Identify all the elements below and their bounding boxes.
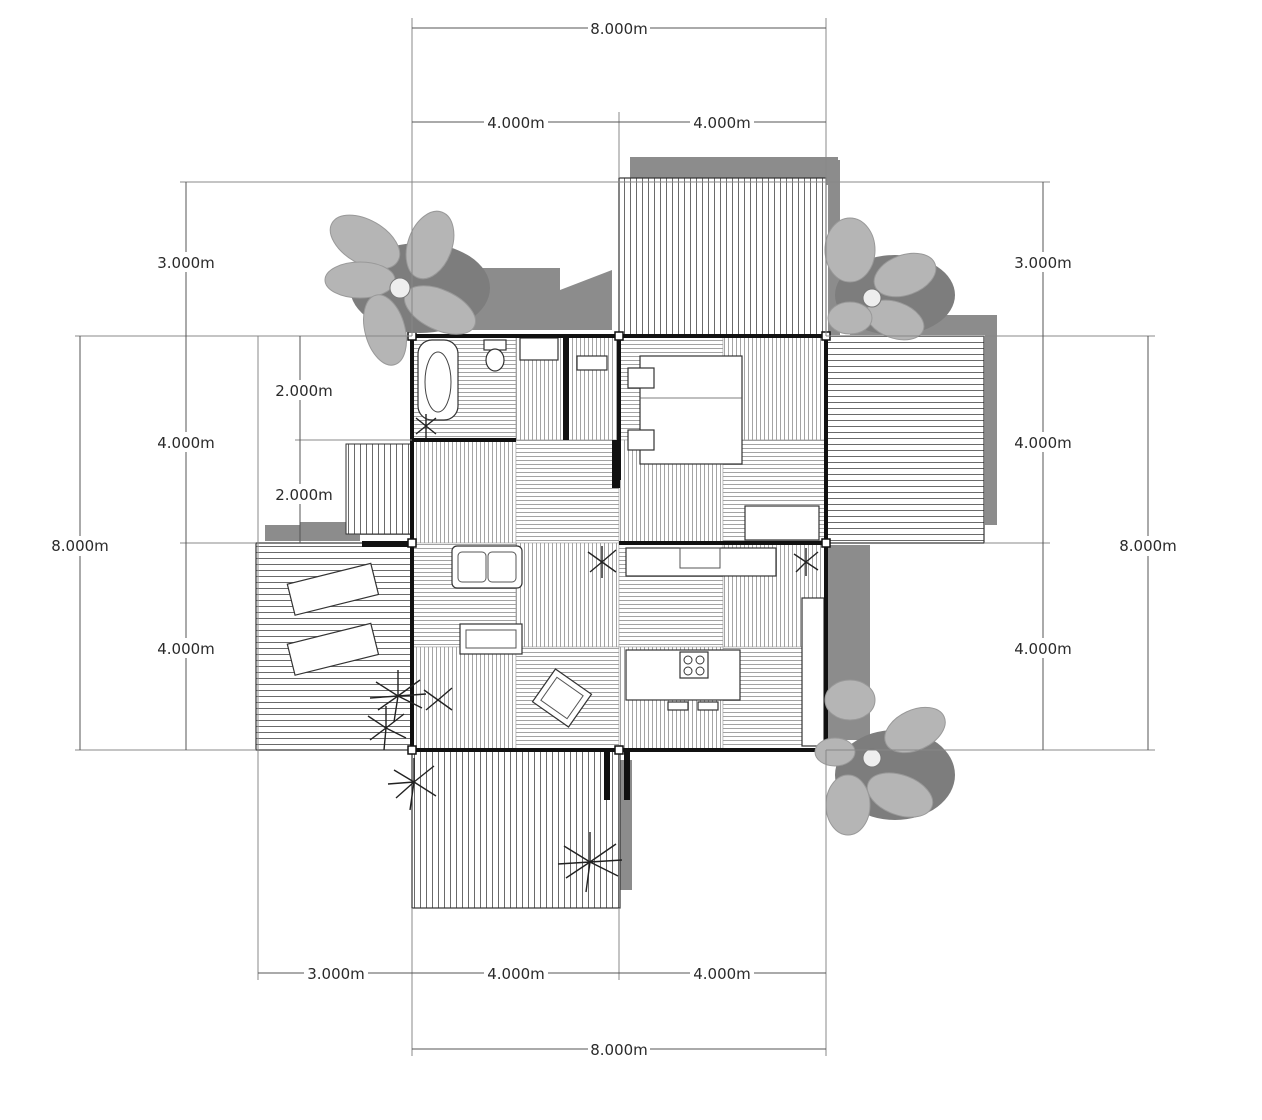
cooktop [679,651,709,679]
sun-lounger-2 [286,622,380,676]
sun-lounger-1 [286,562,380,616]
dim-bottom-left: 3.000m [307,965,365,983]
dim-left-inner-upper: 2.000m [275,382,333,400]
dim-top-overall: 8.000m [590,20,648,38]
dim-bottom-right: 4.000m [693,965,751,983]
plant-top-right [824,217,955,341]
dim-right-mid: 4.000m [1014,434,1072,452]
bedroom-bench [744,505,820,541]
south-deck [411,749,621,909]
armchair [531,668,593,728]
palms [367,414,819,893]
plant-top-left [324,210,490,366]
dim-left-mid: 4.000m [157,434,215,452]
sofa [451,545,523,589]
entry-steps [345,443,413,535]
bed [639,355,743,465]
north-deck [618,177,827,337]
dim-bottom-overall: 8.000m [590,1041,648,1059]
dim-left-top: 3.000m [157,254,215,272]
dim-right-top: 3.000m [1014,254,1072,272]
dim-left-bottom: 4.000m [157,640,215,658]
plant-bottom-right [814,679,955,836]
side-counter [801,597,825,747]
dim-top-right: 4.000m [693,114,751,132]
east-deck [825,335,985,544]
dim-left-overall: 8.000m [51,537,109,555]
dim-right-overall: 8.000m [1119,537,1177,555]
bath-sink [519,337,559,361]
dim-left-inner-lower: 2.000m [275,486,333,504]
furniture [286,336,825,800]
dim-bottom-mid: 4.000m [487,965,545,983]
shower-sink [576,355,608,371]
kitchen-counter [625,547,777,577]
dimension-labels: 8.000m 4.000m 4.000m 3.000m 4.000m 4.000… [48,18,1180,1059]
dim-top-left: 4.000m [487,114,545,132]
coffee-table [459,623,523,655]
dim-right-bottom: 4.000m [1014,640,1072,658]
